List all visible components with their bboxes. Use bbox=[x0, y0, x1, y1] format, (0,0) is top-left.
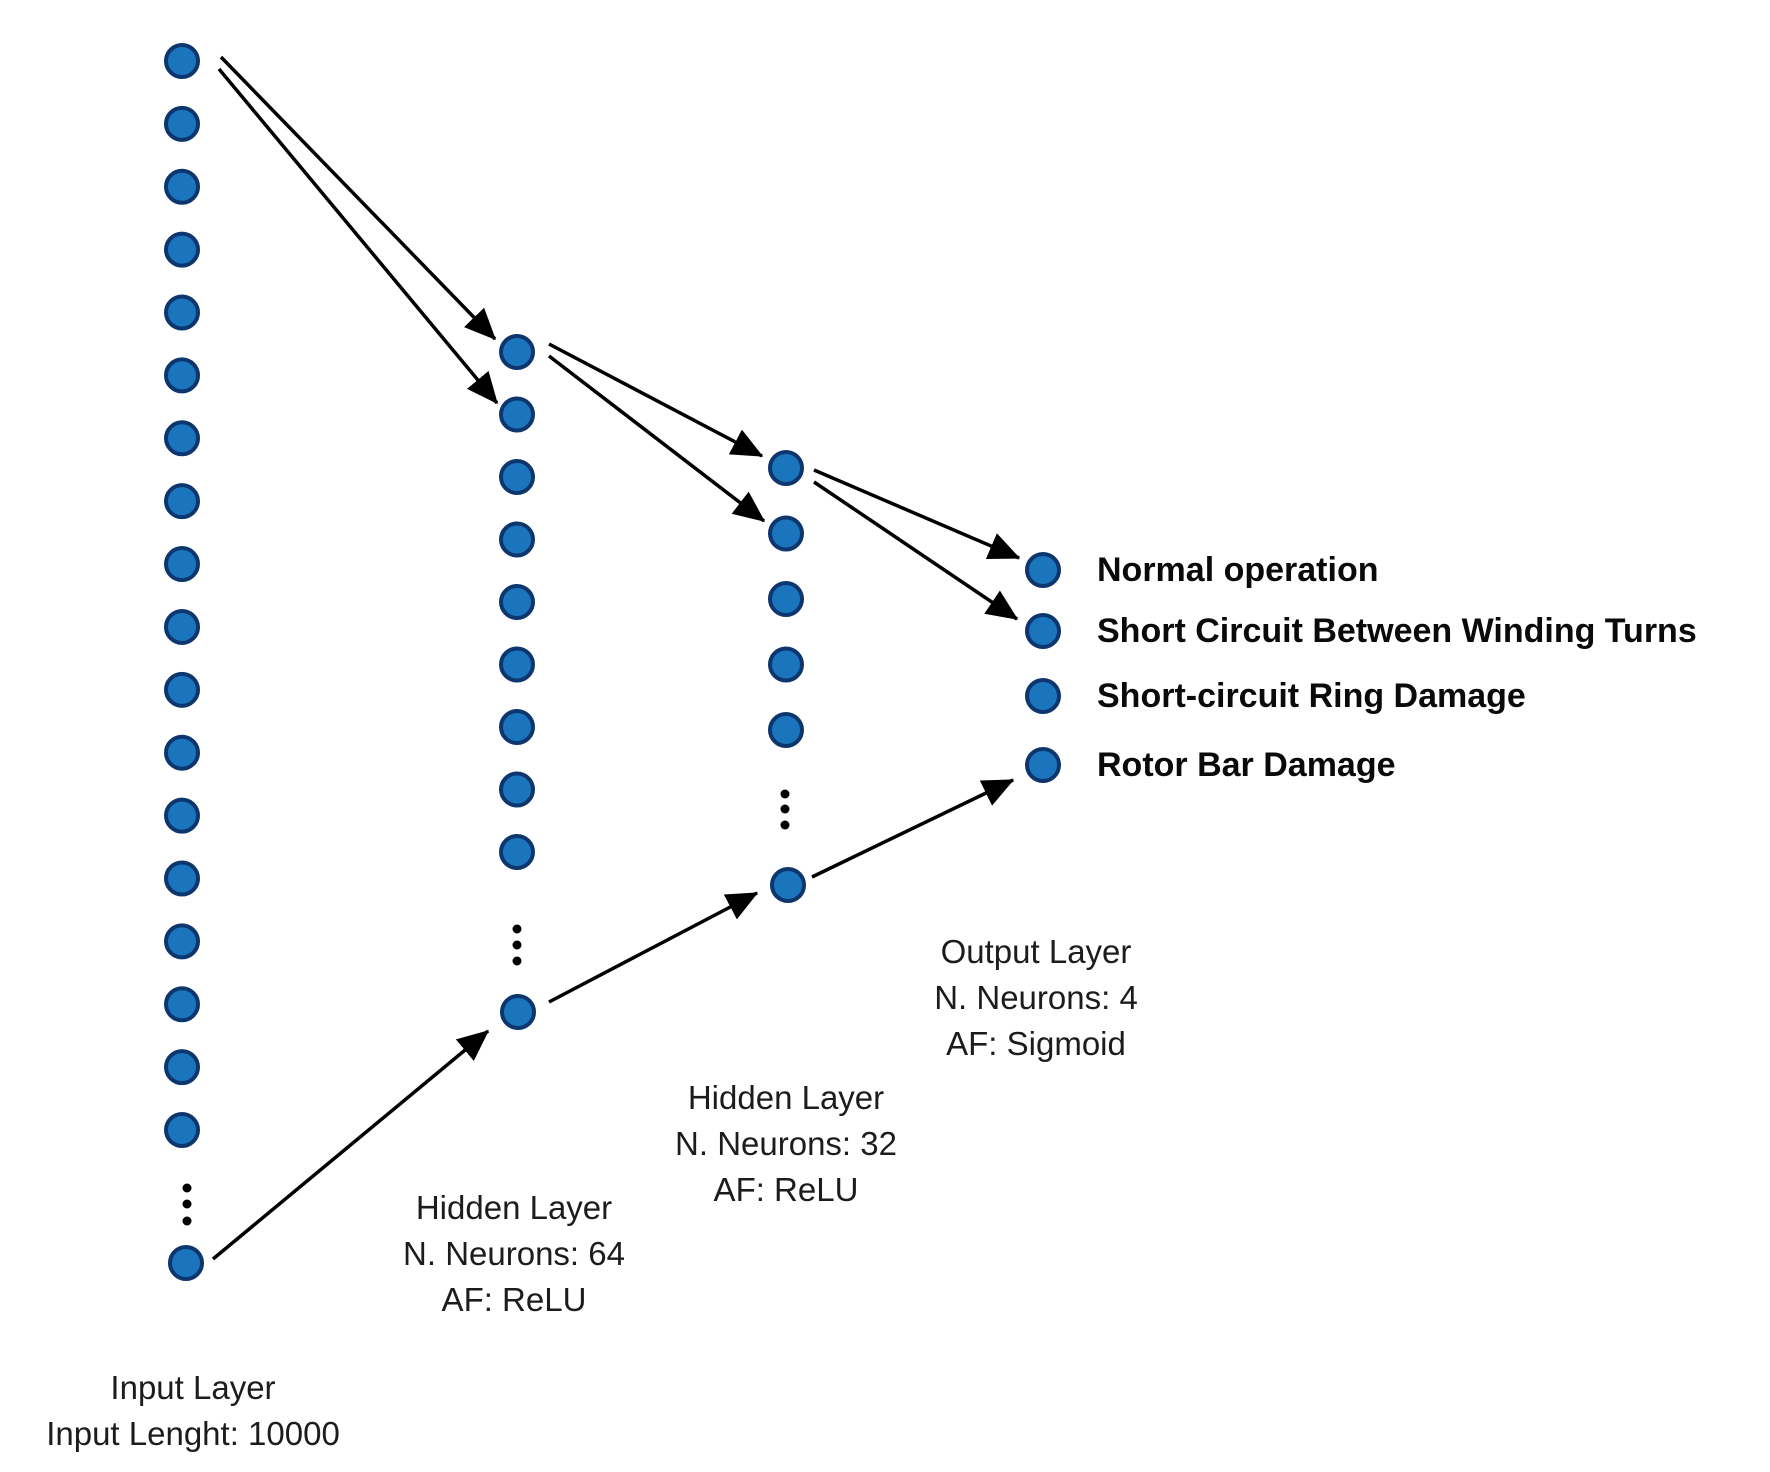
neuron-node bbox=[768, 581, 804, 617]
connection-arrow bbox=[548, 891, 759, 1004]
neuron-node bbox=[164, 294, 200, 331]
input-layer-caption-length: Input Lenght: 10000 bbox=[46, 1415, 340, 1452]
ellipsis-dot bbox=[182, 1183, 192, 1193]
hidden-layer-2-caption-af: AF: ReLU bbox=[713, 1171, 859, 1208]
neuron-node bbox=[500, 994, 536, 1030]
output-layer-caption-title: Output Layer bbox=[940, 933, 1132, 970]
connection-arrow bbox=[548, 342, 764, 458]
neuron-node bbox=[164, 608, 200, 645]
neuron-node bbox=[164, 168, 200, 205]
ellipsis-dot bbox=[182, 1216, 192, 1226]
ellipsis-dot bbox=[780, 804, 790, 814]
hidden-layer-2-caption: Hidden Layer N. Neurons: 32 AF: ReLU bbox=[675, 1075, 897, 1213]
neuron-node bbox=[164, 734, 200, 771]
neuron-node bbox=[499, 334, 535, 370]
input-layer-caption-title: Input Layer bbox=[110, 1369, 276, 1406]
ellipsis-dot bbox=[780, 820, 790, 830]
neuron-node bbox=[164, 357, 200, 394]
connection-arrow bbox=[217, 67, 499, 405]
neuron-node bbox=[164, 546, 200, 583]
output-label-short-circuit-ring-damage: Short-circuit Ring Damage bbox=[1097, 677, 1526, 715]
neuron-node bbox=[499, 646, 535, 683]
connection-arrow bbox=[211, 1029, 490, 1261]
neuron-node bbox=[768, 646, 804, 683]
neuron-node bbox=[164, 483, 200, 520]
neuron-node bbox=[164, 1049, 200, 1086]
neuron-node bbox=[168, 1245, 204, 1281]
neuron-node bbox=[499, 521, 535, 558]
neuron-node bbox=[1025, 678, 1061, 714]
neuron-node bbox=[499, 584, 535, 620]
connection-arrow bbox=[547, 354, 766, 523]
output-layer-caption-neurons: N. Neurons: 4 bbox=[934, 979, 1138, 1016]
neuron-node bbox=[768, 515, 804, 552]
ellipsis-dot bbox=[780, 789, 790, 799]
neuron-node bbox=[499, 771, 535, 808]
ellipsis-dot bbox=[512, 956, 522, 966]
neuron-node bbox=[164, 986, 200, 1023]
neuron-node bbox=[499, 834, 535, 870]
neuron-node bbox=[768, 450, 804, 486]
hidden-layer-1-caption-neurons: N. Neurons: 64 bbox=[403, 1235, 625, 1272]
neuron-node bbox=[164, 420, 200, 457]
hidden-layer-1-caption: Hidden Layer N. Neurons: 64 AF: ReLU bbox=[403, 1185, 625, 1323]
output-layer-caption: Output Layer N. Neurons: 4 AF: Sigmoid bbox=[934, 929, 1138, 1067]
ellipsis-dot bbox=[512, 924, 522, 934]
neuron-node bbox=[499, 396, 535, 433]
connection-arrow bbox=[813, 480, 1019, 621]
input-layer-caption: Input Layer Input Lenght: 10000 bbox=[46, 1365, 340, 1457]
connection-arrow bbox=[811, 778, 1015, 879]
neuron-node bbox=[164, 797, 200, 834]
output-label-rotor-bar-damage: Rotor Bar Damage bbox=[1097, 746, 1396, 784]
neuron-node bbox=[499, 709, 535, 745]
neuron-node bbox=[499, 459, 535, 495]
neuron-node bbox=[1025, 613, 1061, 649]
neuron-node bbox=[1025, 747, 1061, 783]
neuron-node bbox=[164, 1112, 200, 1148]
neuron-node bbox=[164, 43, 200, 79]
connection-arrow bbox=[219, 55, 497, 341]
neuron-node bbox=[164, 923, 200, 960]
ellipsis-dot bbox=[182, 1199, 192, 1209]
ellipsis-dot bbox=[512, 940, 522, 950]
neuron-node bbox=[1025, 552, 1061, 588]
neuron-node bbox=[164, 671, 200, 708]
hidden-layer-1-caption-af: AF: ReLU bbox=[441, 1281, 587, 1318]
connection-arrow bbox=[813, 468, 1021, 560]
neuron-node bbox=[164, 105, 200, 142]
neuron-node bbox=[164, 860, 200, 897]
neuron-node bbox=[770, 867, 806, 903]
output-label-normal-operation: Normal operation bbox=[1097, 551, 1379, 589]
neuron-node bbox=[768, 712, 804, 748]
hidden-layer-2-caption-title: Hidden Layer bbox=[687, 1079, 885, 1116]
output-layer-caption-af: AF: Sigmoid bbox=[946, 1025, 1126, 1062]
neuron-node bbox=[164, 231, 200, 268]
hidden-layer-2-caption-neurons: N. Neurons: 32 bbox=[675, 1125, 897, 1162]
output-label-short-circuit-between-winding-turns: Short Circuit Between Winding Turns bbox=[1097, 612, 1697, 650]
hidden-layer-1-caption-title: Hidden Layer bbox=[415, 1189, 613, 1226]
